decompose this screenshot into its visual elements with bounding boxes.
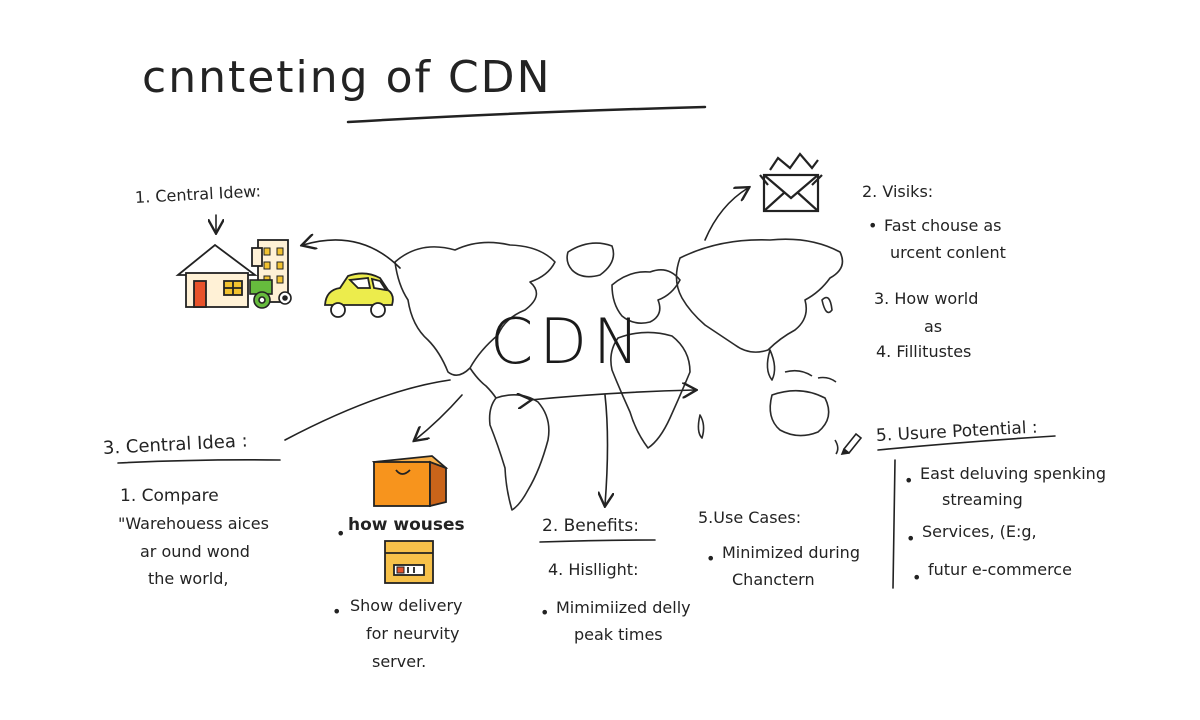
peak-times-line: peak times xyxy=(574,625,663,644)
bullet-dot: • xyxy=(906,529,916,548)
fillitustes-item: 4. Fillitustes xyxy=(876,342,972,361)
benefits-heading: 2. Benefits: xyxy=(542,516,639,536)
around-wond-line: ar ound wond xyxy=(140,542,250,561)
bullet-dot: • xyxy=(332,602,342,621)
use-cases-heading: 5.Use Cases: xyxy=(698,508,802,527)
compare-line: 1. Compare xyxy=(120,486,219,506)
how-world-item-cont: as xyxy=(924,317,943,336)
how-wouses-heading: how wouses xyxy=(348,515,465,535)
visiks-bullet: Fast chouse as xyxy=(884,216,1002,235)
show-delivery-line: Show delivery xyxy=(350,596,463,615)
neurvity-line: for neurvity xyxy=(366,624,460,643)
visiks-bullet-cont: urcent conlent xyxy=(890,243,1006,262)
east-deluving-line: East deluving spenking xyxy=(920,464,1106,483)
bullet-dot: • xyxy=(904,471,914,490)
section-visiks-heading: 2. Visiks: xyxy=(862,182,934,201)
bullet-dot: • xyxy=(540,603,550,622)
warehouess-line: "Warehouess aices xyxy=(118,514,269,533)
bullet-dot: • xyxy=(912,568,922,587)
how-world-item: 3. How world xyxy=(874,289,979,308)
minimized-during-line: Minimized during xyxy=(722,543,860,562)
mimimiized-line: Mimimiized delly xyxy=(556,598,691,617)
bullet-dot: • xyxy=(868,216,878,235)
services-line: Services, (E:g, xyxy=(922,522,1037,541)
chanctern-line: Chanctern xyxy=(732,570,815,589)
hisllight-line: 4. Hisllight: xyxy=(548,560,639,579)
bullet-dot: • xyxy=(706,549,716,568)
center-label: CDN xyxy=(490,305,646,378)
the-world-line: the world, xyxy=(148,569,229,588)
streaming-line: streaming xyxy=(942,490,1023,509)
bullet-dot: • xyxy=(336,524,346,543)
future-commerce-line: futur e-commerce xyxy=(928,560,1072,579)
server-line: server. xyxy=(372,652,427,671)
page-title: cnnteting of CDN xyxy=(142,52,552,103)
